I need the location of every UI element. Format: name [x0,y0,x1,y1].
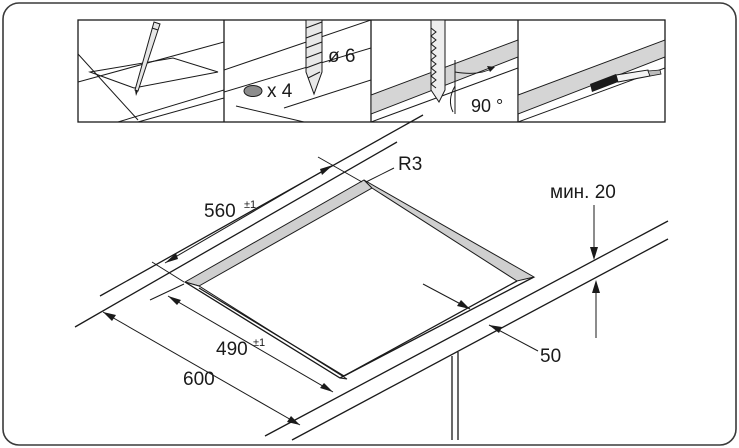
dimension-min-20: мин. 20 [550,182,616,338]
edge-distance-label: 50 [540,346,561,367]
min-thickness-label: мин. 20 [550,182,616,203]
radius-label: R3 [398,154,422,175]
pencil-marking-icon [134,21,161,96]
width-490-tolerance: ±1 [253,337,265,349]
depth-600-label: 600 [183,369,215,390]
step-cut-panel: 90 ° [371,20,518,122]
cut-angle-label: 90 ° [471,96,503,116]
step-mark-panel [78,21,224,122]
dimension-490: 490 ±1 [149,283,334,393]
sealant-brush-icon [590,69,662,92]
step-seal-panel [518,39,665,122]
watermark-area [586,412,726,434]
drill-diameter-label: ø 6 [328,46,355,67]
dimension-560: 560 ±1 [151,156,363,283]
step-drill-panel: x 4 ø 6 [224,20,371,122]
cutout-opening [183,179,536,380]
steps-strip: x 4 ø 6 90 ° [77,19,666,123]
drill-bit-icon [305,20,323,96]
width-490-label: 490 [216,339,248,360]
dimension-50: 50 [422,283,561,367]
dimension-600: 600 [102,311,301,426]
drill-holes-icon [243,85,263,97]
length-560-label: 560 [204,201,236,222]
length-560-tolerance: ±1 [244,199,256,211]
jigsaw-cut-icon [430,20,446,103]
worktop-drawing: R3 560 ±1 490 ±1 600 [74,114,669,441]
hole-count-label: x 4 [267,81,293,102]
